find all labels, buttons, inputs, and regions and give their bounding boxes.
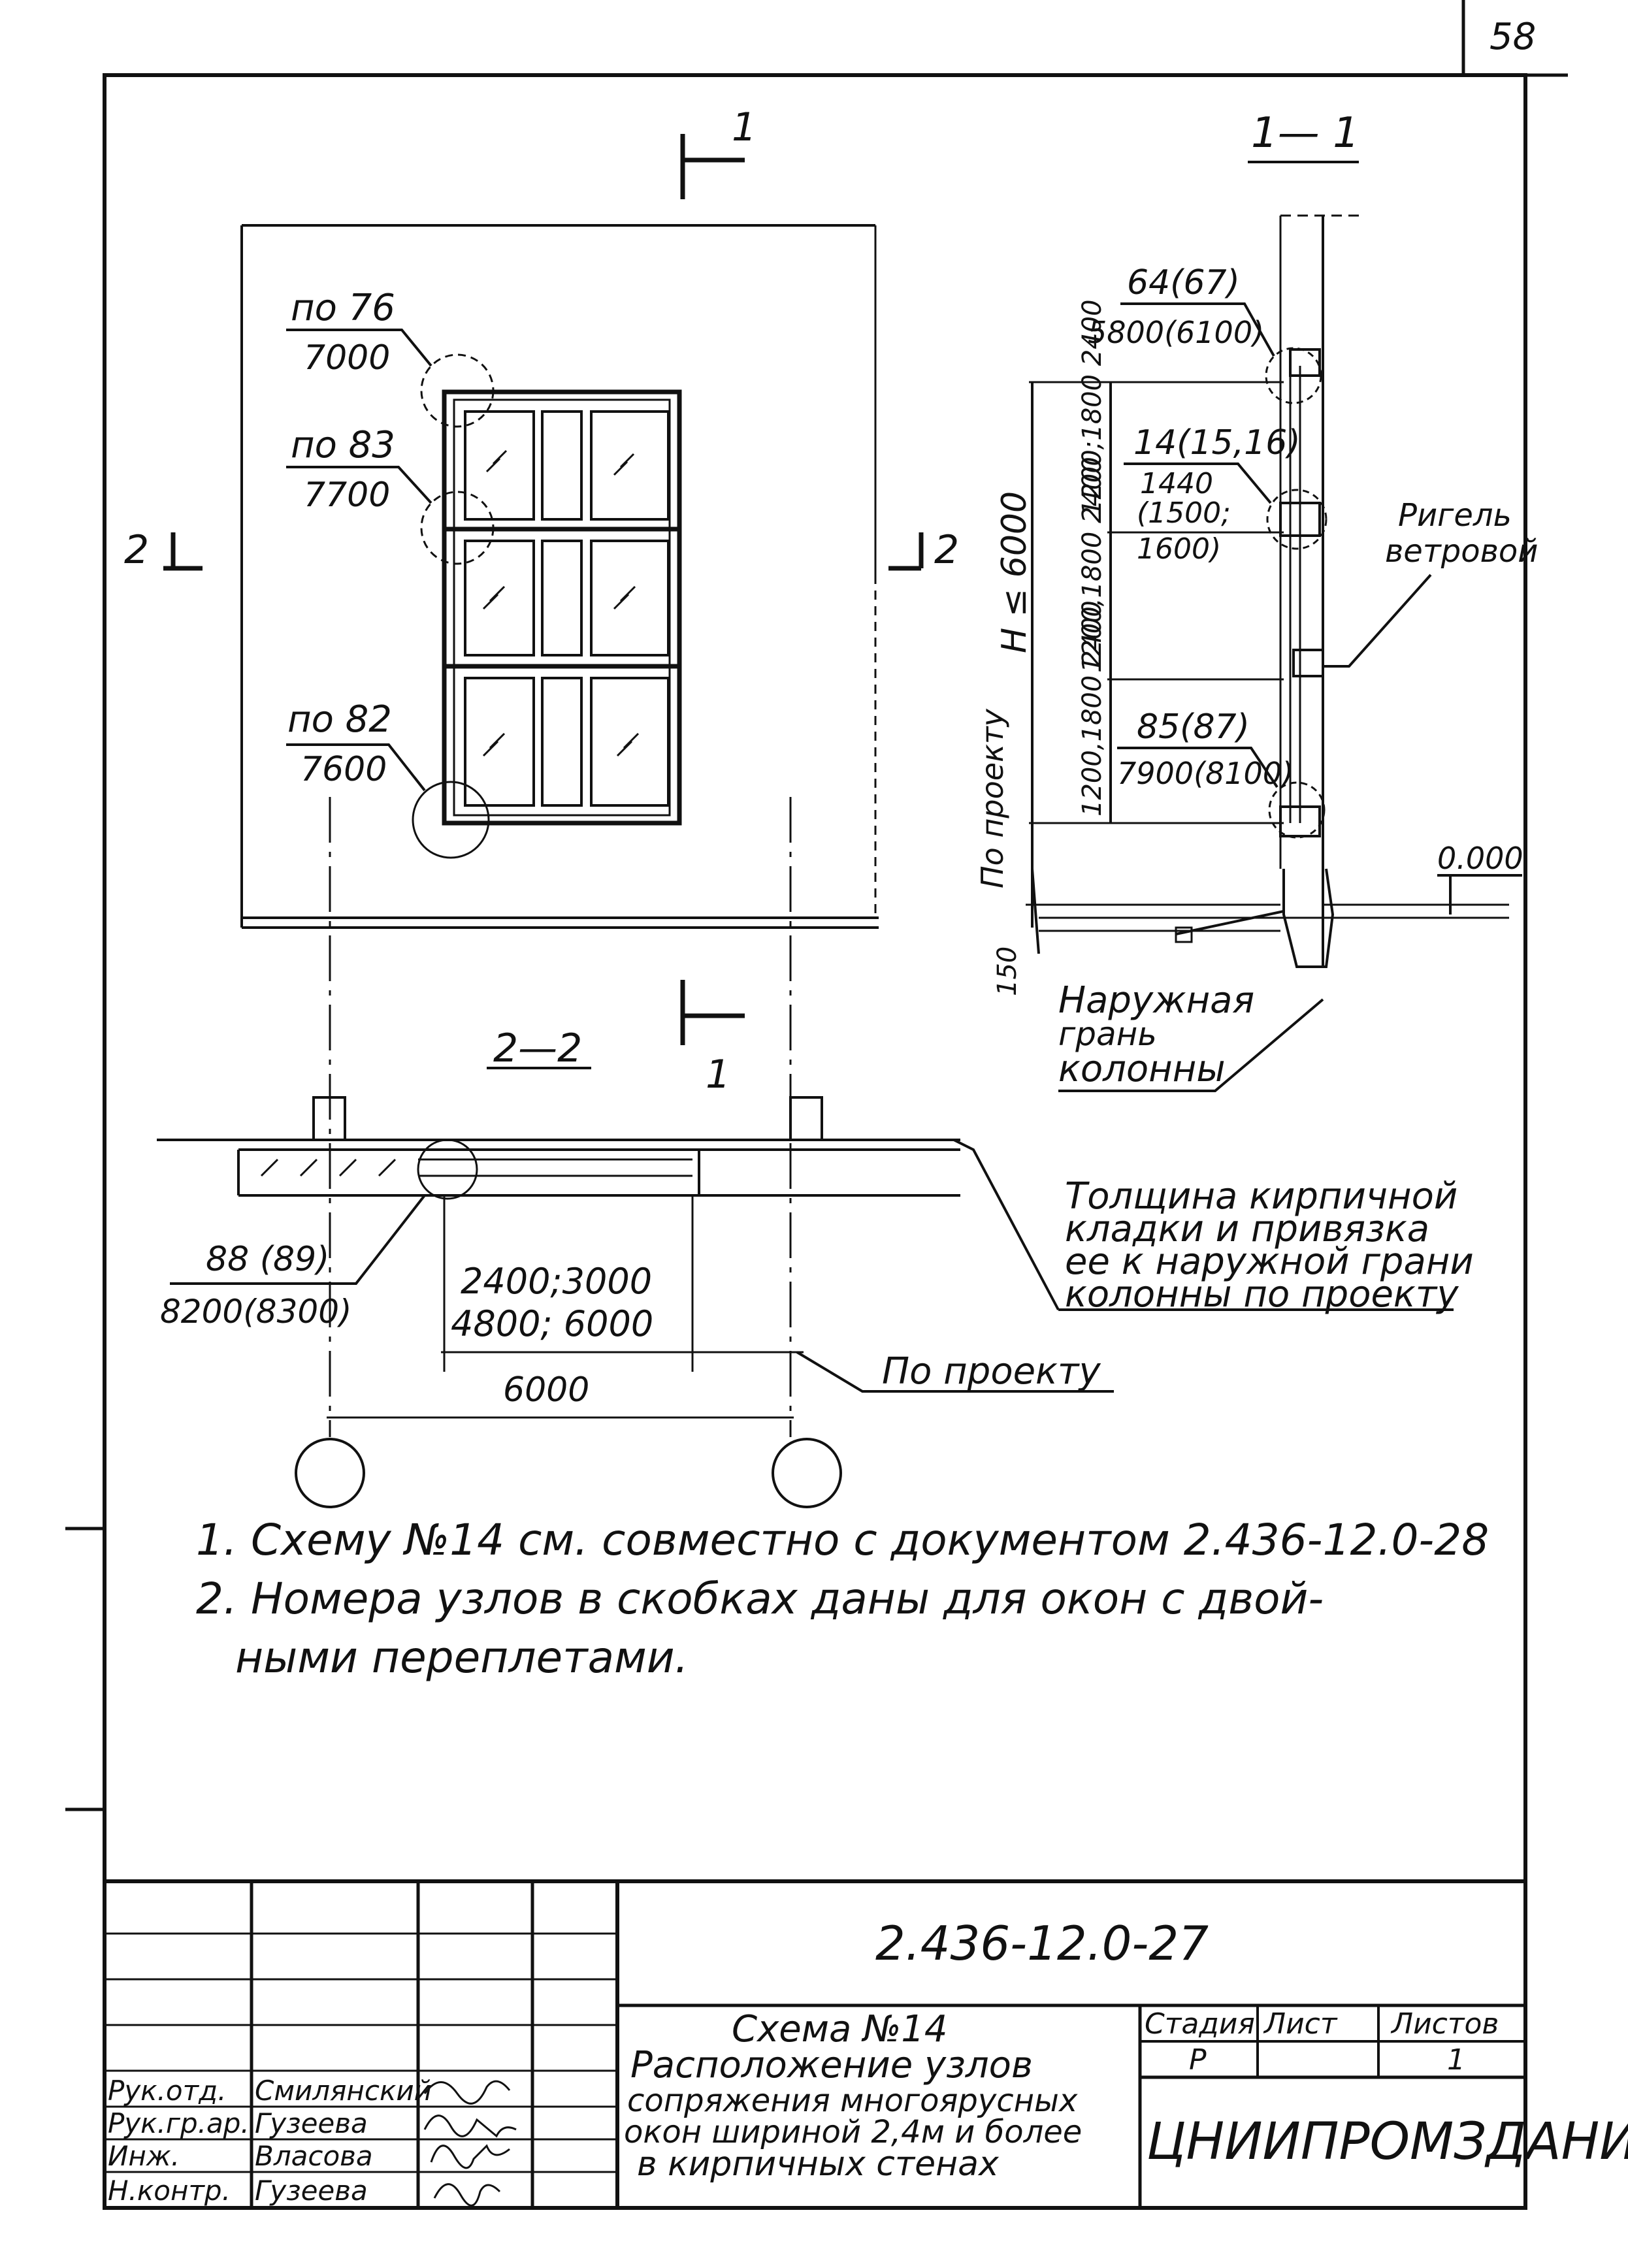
cut-1-bottom-label: 1 [706, 1052, 730, 1097]
sheets-value: 1 [1447, 2043, 1465, 2077]
outer-face-label-1: Наружная [1058, 979, 1254, 1022]
rigel-label-2: ветровой [1385, 533, 1538, 570]
level-mark: 0.000 [1437, 841, 1523, 876]
thickness-note-2: кладки и привязка [1065, 1208, 1429, 1250]
dim-height-label: H ≤ 6000 [995, 491, 1034, 653]
name-1: Смилянский [255, 2075, 432, 2107]
scheme-title-1: Схема №14 [732, 2008, 948, 2050]
role-1: Рук.отд. [108, 2075, 226, 2107]
node-14-code-2: (1500; [1137, 496, 1231, 530]
node-64-code: 5800(6100) [1088, 315, 1264, 350]
note-1: 1. Схему №14 см. совместно с документом … [196, 1515, 1489, 1565]
rigel-label-1: Ригель [1398, 497, 1512, 534]
name-3: Власова [255, 2140, 373, 2172]
po-proektu-label: По проекту [882, 1350, 1101, 1393]
node-14-code-1: 1440 [1140, 467, 1213, 500]
node-82-number: по 82 [287, 698, 392, 741]
name-4: Гузеева [255, 2175, 368, 2207]
thickness-note-4: колонны по проекту [1065, 1273, 1459, 1316]
signatures [423, 2080, 517, 2207]
cut-1-top-label: 1 [732, 105, 757, 150]
doc-code: 2.436-12.0-27 [875, 1916, 1209, 1971]
dim-middle-label: 1200,1800 2400 [1077, 457, 1107, 673]
dim-project-label: По проекту [975, 708, 1010, 888]
node-83-number: по 83 [291, 424, 395, 466]
node-14-number: 14(15,16) [1133, 423, 1301, 462]
node-83-code: 7700 [304, 476, 390, 515]
dim-window-label-2: 4800; 6000 [451, 1303, 653, 1344]
organization-name: ЦНИИПРОМЗДАНИЙ [1147, 2111, 1628, 2171]
role-3: Инж. [108, 2140, 180, 2172]
scheme-title-5: в кирпичных стенах [637, 2145, 1000, 2184]
sheet-label: Лист [1263, 2007, 1338, 2041]
node-76-number: по 76 [291, 287, 395, 329]
stage-label: Стадия [1145, 2007, 1255, 2041]
note-2a: 2. Номера узлов в скобках даны для окон … [196, 1574, 1324, 1624]
sheets-label: Листов [1390, 2007, 1499, 2041]
node-88-code: 8200(8300) [160, 1293, 352, 1331]
name-2: Гузеева [255, 2107, 368, 2139]
thickness-note-1: Толщина кирпичной [1065, 1175, 1457, 1218]
role-4: Н.контр. [108, 2175, 231, 2207]
scheme-title-4: окон шириной 2,4м и более [624, 2114, 1082, 2150]
section-2-2-title: 2—2 [493, 1026, 582, 1071]
node-85-code: 7900(8100) [1117, 756, 1294, 791]
dim-6000-label: 6000 [503, 1370, 589, 1410]
node-85-number: 85(87) [1137, 707, 1250, 747]
cut-2-left-label: 2 [124, 527, 149, 573]
dim-150-label: 150 [992, 947, 1022, 996]
cut-2-right-label: 2 [934, 527, 959, 573]
node-76-code: 7000 [304, 338, 390, 378]
thickness-note-3: ее к наружной грани [1065, 1240, 1474, 1283]
node-64-number: 64(67) [1127, 263, 1240, 302]
dim-window-label-1: 2400;3000 [461, 1261, 652, 1302]
note-2b: ными переплетами. [235, 1632, 689, 1683]
sheet-number: 58 [1490, 16, 1536, 58]
section-1-1-view [1026, 161, 1522, 1092]
outer-face-label-3: колонны [1058, 1048, 1226, 1090]
dim-upper-label: 1200;1800 2400 [1077, 299, 1107, 516]
dim-lower-label: 1200,1800 2400 [1077, 600, 1107, 817]
section-2-2-view [157, 1067, 1454, 1508]
elevation-view [163, 134, 924, 1437]
scheme-title-2: Расположение узлов [630, 2044, 1033, 2086]
role-2: Рук.гр.ар. [108, 2107, 250, 2139]
node-82-code: 7600 [301, 750, 387, 789]
title-block [105, 1879, 1525, 2208]
window-frame [442, 389, 682, 826]
node-88-number: 88 (89) [206, 1240, 329, 1279]
node-14-code-3: 1600) [1137, 532, 1221, 566]
outer-face-label-2: грань [1058, 1015, 1157, 1053]
section-1-1-title: 1— 1 [1251, 109, 1359, 157]
stage-value: Р [1189, 2043, 1207, 2077]
sheet-frame [65, 0, 1568, 2210]
scheme-title-3: сопряжения многоярусных [627, 2082, 1078, 2119]
